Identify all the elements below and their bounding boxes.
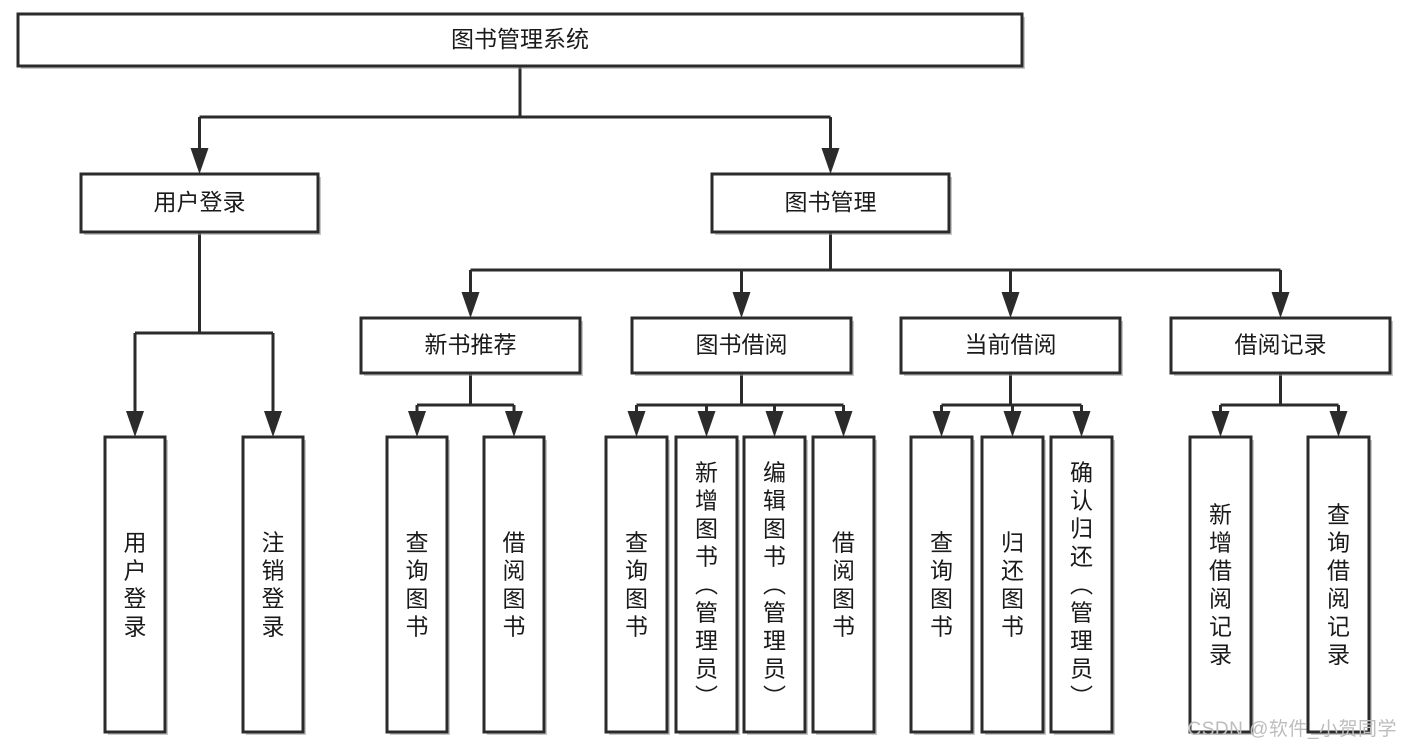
node-label: 图书管理 <box>785 189 877 215</box>
node-rect[interactable] <box>482 435 546 734</box>
node-new-book-recommend[interactable]: 新书推荐 <box>359 316 583 376</box>
node-label: 图书管理系统 <box>451 26 589 52</box>
edge-group-current-borrow <box>932 373 1091 437</box>
node-label: 编辑图书︵管理员︶ <box>763 460 786 710</box>
node-rect[interactable] <box>1169 316 1392 375</box>
node-leaf-edit-book[interactable]: 编辑图书︵管理员︶ <box>742 435 808 735</box>
arrow-head-icon <box>732 292 751 318</box>
node-leaf-query-book-3[interactable]: 查询图书 <box>909 435 975 735</box>
node-label: 图书借阅 <box>696 332 788 358</box>
node-rect[interactable] <box>980 435 1045 734</box>
edge-group-book-borrow <box>627 373 853 437</box>
node-label: 归还图书 <box>1001 530 1024 640</box>
arrow-head-icon <box>821 148 840 174</box>
arrow-head-icon <box>1271 292 1290 318</box>
node-user-login[interactable]: 用户登录 <box>79 172 321 235</box>
node-rect[interactable] <box>385 435 449 734</box>
node-leaf-query-book-1[interactable]: 查询图书 <box>385 435 450 735</box>
arrow-head-icon <box>461 292 480 318</box>
arrow-head-icon <box>190 148 209 174</box>
edge-group-user-login <box>126 232 282 437</box>
connector-layer <box>126 66 1348 437</box>
node-label: 新书推荐 <box>425 332 517 358</box>
arrow-head-icon <box>765 411 784 437</box>
arrow-head-icon <box>697 411 716 437</box>
edge-group-new-book-recommend <box>408 373 523 437</box>
node-current-borrow[interactable]: 当前借阅 <box>899 316 1123 376</box>
node-leaf-add-book[interactable]: 新增图书︵管理员︶ <box>674 435 740 735</box>
node-leaf-query-record[interactable]: 查询借阅记录 <box>1306 435 1372 735</box>
node-book-borrow[interactable]: 图书借阅 <box>630 316 854 376</box>
node-label: 查询图书 <box>406 530 429 640</box>
node-leaf-user-logout[interactable]: 注销登录 <box>241 435 306 735</box>
node-label: 借阅记录 <box>1235 332 1327 358</box>
node-leaf-borrow-book-2[interactable]: 借阅图书 <box>811 435 877 735</box>
node-leaf-borrow-book-1[interactable]: 借阅图书 <box>482 435 547 735</box>
node-rect[interactable] <box>359 316 582 375</box>
node-label: 查询借阅记录 <box>1327 502 1350 668</box>
node-leaf-confirm-return[interactable]: 确认归还︵管理员︶ <box>1049 435 1115 735</box>
node-rect[interactable] <box>1049 435 1114 734</box>
node-label: 新增图书︵管理员︶ <box>695 460 718 710</box>
arrow-head-icon <box>505 411 523 437</box>
node-label: 当前借阅 <box>965 332 1057 358</box>
arrow-head-icon <box>834 411 853 437</box>
node-label: 用户登录 <box>154 189 246 215</box>
node-rect[interactable] <box>16 12 1024 68</box>
node-label: 查询图书 <box>930 530 953 640</box>
node-label: 查询图书 <box>625 530 648 640</box>
node-label: 新增借阅记录 <box>1209 502 1232 668</box>
node-rect[interactable] <box>909 435 974 734</box>
node-rect[interactable] <box>630 316 853 375</box>
arrow-head-icon <box>1003 411 1022 437</box>
node-label: 用户登录 <box>124 530 147 640</box>
node-leaf-user-login[interactable]: 用户登录 <box>103 435 168 735</box>
node-rect[interactable] <box>79 172 320 234</box>
node-rect[interactable] <box>899 316 1122 375</box>
node-rect[interactable] <box>674 435 739 734</box>
node-borrow-record[interactable]: 借阅记录 <box>1169 316 1393 376</box>
node-rect[interactable] <box>1188 435 1253 734</box>
edge-group-borrow-record <box>1211 373 1348 437</box>
arrow-head-icon <box>264 411 282 437</box>
arrow-head-icon <box>126 411 144 437</box>
arrow-head-icon <box>1329 411 1348 437</box>
node-rect[interactable] <box>604 435 669 734</box>
node-label: 确认归还︵管理员︶ <box>1070 460 1093 710</box>
node-rect[interactable] <box>1306 435 1371 734</box>
node-leaf-query-book-2[interactable]: 查询图书 <box>604 435 670 735</box>
node-layer: 图书管理系统用户登录图书管理新书推荐图书借阅当前借阅借阅记录用户登录注销登录查询… <box>16 12 1393 735</box>
node-root[interactable]: 图书管理系统 <box>16 12 1025 69</box>
edge-group-root <box>190 66 840 174</box>
node-leaf-return-book[interactable]: 归还图书 <box>980 435 1046 735</box>
node-book-manage[interactable]: 图书管理 <box>710 172 952 235</box>
node-rect[interactable] <box>710 172 951 234</box>
arrow-head-icon <box>1072 411 1091 437</box>
node-label: 借阅图书 <box>503 530 526 640</box>
node-rect[interactable] <box>742 435 807 734</box>
arrow-head-icon <box>1211 411 1230 437</box>
edge-group-book-manage <box>461 232 1290 318</box>
node-rect[interactable] <box>103 435 167 734</box>
node-rect[interactable] <box>811 435 876 734</box>
arrow-head-icon <box>932 411 951 437</box>
node-label: 注销登录 <box>262 530 285 640</box>
arrow-head-icon <box>408 411 426 437</box>
node-label: 借阅图书 <box>832 530 855 640</box>
node-rect[interactable] <box>241 435 305 734</box>
node-leaf-add-record[interactable]: 新增借阅记录 <box>1188 435 1254 735</box>
arrow-head-icon <box>1001 292 1020 318</box>
arrow-head-icon <box>627 411 646 437</box>
